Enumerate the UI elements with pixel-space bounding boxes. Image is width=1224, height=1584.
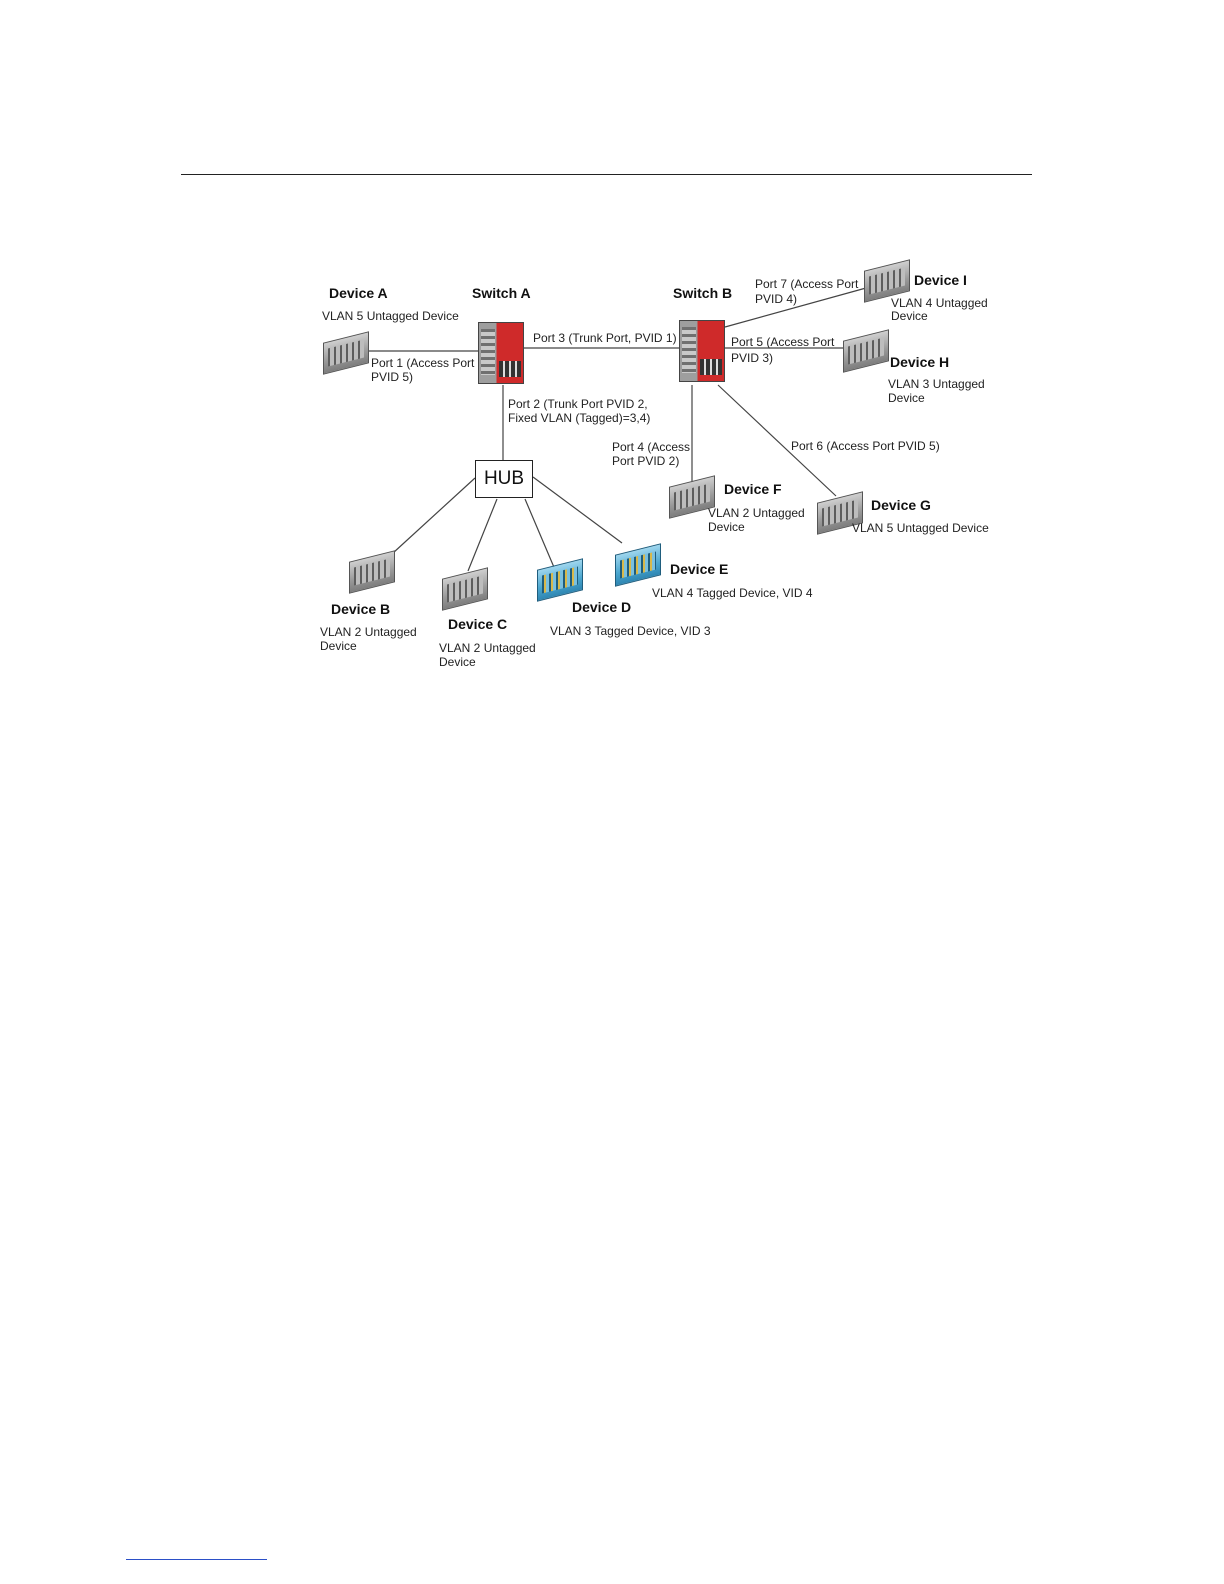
header-rule bbox=[181, 174, 1032, 175]
device-f-desc-2: Device bbox=[708, 520, 745, 534]
device-b-desc-1: VLAN 2 Untagged bbox=[320, 625, 417, 639]
footer-rule bbox=[126, 1559, 267, 1560]
switch-a-icon bbox=[478, 322, 524, 384]
hub-label: HUB bbox=[483, 468, 525, 489]
port-1-label-line-1: Port 1 (Access Port bbox=[371, 356, 475, 370]
link-hub-device-e bbox=[532, 476, 623, 544]
port-1-label-line-2: PVID 5) bbox=[371, 370, 414, 384]
link-switch-b-device-g bbox=[717, 384, 837, 497]
port-5-label-line-2: PVID 3) bbox=[731, 351, 774, 365]
device-b-desc-2: Device bbox=[320, 639, 357, 653]
device-f-desc-1: VLAN 2 Untagged bbox=[708, 506, 805, 520]
device-i-desc-1: VLAN 4 Untagged bbox=[891, 296, 988, 310]
device-b-name: Device B bbox=[331, 601, 391, 617]
device-c-name: Device C bbox=[448, 616, 508, 632]
port-6-label: Port 6 (Access Port PVID 5) bbox=[791, 439, 940, 453]
device-d-desc: VLAN 3 Tagged Device, VID 3 bbox=[550, 624, 711, 638]
port-4-label-line-2: Port PVID 2) bbox=[612, 454, 680, 468]
port-5-label-line-1: Port 5 (Access Port bbox=[731, 335, 835, 349]
switch-b-label: Switch B bbox=[673, 285, 733, 301]
port-4-label-line-1: Port 4 (Access bbox=[612, 440, 691, 454]
device-c-desc-1: VLAN 2 Untagged bbox=[439, 641, 536, 655]
link-hub-device-c bbox=[467, 498, 498, 572]
link-switch-b-device-i bbox=[724, 287, 867, 328]
device-g-name: Device G bbox=[871, 497, 931, 513]
port-2-label-line-2: Fixed VLAN (Tagged)=3,4) bbox=[508, 411, 651, 425]
device-h-desc-2: Device bbox=[888, 391, 925, 405]
device-c-desc-2: Device bbox=[439, 655, 476, 669]
link-hub-device-b bbox=[392, 477, 476, 554]
device-h-name: Device H bbox=[890, 354, 950, 370]
port-7-label-line-2: PVID 4) bbox=[755, 292, 798, 306]
device-d-name: Device D bbox=[572, 599, 632, 615]
switch-b-icon bbox=[679, 320, 725, 382]
port-7-label-line-1: Port 7 (Access Port bbox=[755, 277, 859, 291]
device-a-desc: VLAN 5 Untagged Device bbox=[322, 309, 459, 323]
port-3-label: Port 3 (Trunk Port, PVID 1) bbox=[533, 331, 677, 345]
switch-a-label: Switch A bbox=[472, 285, 531, 301]
device-i-desc-2: Device bbox=[891, 309, 928, 323]
device-e-name: Device E bbox=[670, 561, 729, 577]
port-2-label-line-1: Port 2 (Trunk Port PVID 2, bbox=[508, 397, 648, 411]
device-h-desc-1: VLAN 3 Untagged bbox=[888, 377, 985, 391]
device-g-desc: VLAN 5 Untagged Device bbox=[852, 521, 989, 535]
device-f-name: Device F bbox=[724, 481, 782, 497]
device-a-name: Device A bbox=[329, 285, 388, 301]
link-hub-device-d bbox=[524, 498, 557, 573]
hub: HUB bbox=[475, 460, 533, 498]
device-e-desc: VLAN 4 Tagged Device, VID 4 bbox=[652, 586, 813, 600]
device-i-name: Device I bbox=[914, 272, 967, 288]
